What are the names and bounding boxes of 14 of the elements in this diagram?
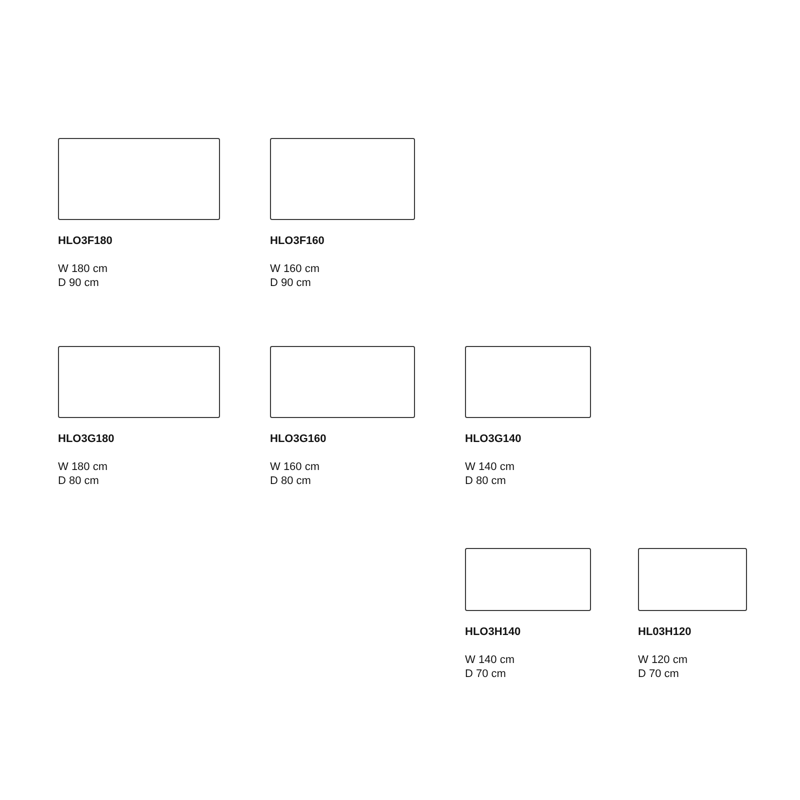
model-code: HLO3H140: [465, 626, 521, 638]
model-code: HLO3F180: [58, 235, 112, 247]
dimensions-text: W 180 cm D 80 cm: [58, 460, 109, 488]
dimensions-text: W 140 cm D 80 cm: [465, 460, 516, 488]
dimensions-text: W 140 cm D 70 cm: [465, 653, 516, 681]
dimensions-text: W 120 cm D 70 cm: [638, 653, 689, 681]
model-code: HLO3G140: [465, 433, 522, 445]
dimensions-text: W 160 cm D 80 cm: [270, 460, 321, 488]
dimensions-text: W 180 cm D 90 cm: [58, 262, 109, 290]
dimensions-text: W 160 cm D 90 cm: [270, 262, 321, 290]
model-code: HLO3G160: [270, 433, 326, 445]
model-code: HL03H120: [638, 626, 692, 638]
model-code: HLO3F160: [270, 235, 324, 247]
model-code: HLO3G180: [58, 433, 114, 445]
